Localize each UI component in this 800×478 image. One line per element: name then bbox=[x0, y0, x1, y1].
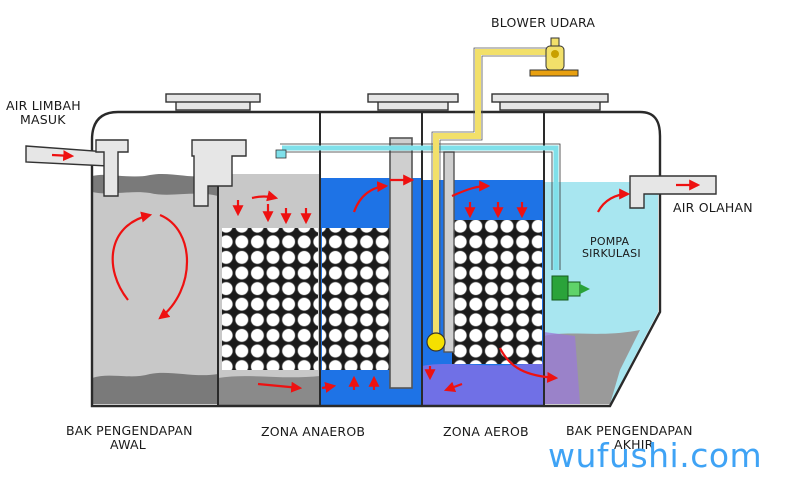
baffle-left bbox=[390, 138, 412, 388]
blower-icon bbox=[530, 38, 578, 76]
watermark: wufushi.com bbox=[548, 436, 762, 475]
initial-settling-water bbox=[92, 176, 218, 404]
anaerobic-zone-label: ZONA ANAEROB bbox=[261, 425, 365, 439]
anaerobic-sludge-bottom bbox=[218, 376, 320, 406]
manhole-covers bbox=[166, 94, 608, 110]
aerobic-zone-label: ZONA AEROB bbox=[443, 425, 529, 439]
filter-media-anaerobic-1 bbox=[222, 228, 318, 370]
inlet-label-line2: MASUK bbox=[20, 113, 66, 127]
outlet-label: AIR OLAHAN bbox=[673, 201, 753, 215]
final-sludge-purple bbox=[544, 332, 580, 404]
initial-sludge-bottom bbox=[92, 373, 218, 404]
blower-label: BLOWER UDARA bbox=[491, 16, 595, 30]
settling-initial-label-line2: AWAL bbox=[110, 438, 146, 452]
settling-initial-label-line1: BAK PENGENDAPAN bbox=[66, 424, 193, 438]
inlet-label-line1: AIR LIMBAH bbox=[6, 99, 81, 113]
pump-label-line2: SIRKULASI bbox=[582, 248, 641, 260]
filter-media-aerobic bbox=[452, 220, 542, 364]
spray-nozzle bbox=[276, 150, 286, 158]
baffle-right bbox=[444, 152, 454, 352]
air-diffuser bbox=[427, 333, 445, 351]
aerobic-bottom bbox=[422, 362, 544, 406]
